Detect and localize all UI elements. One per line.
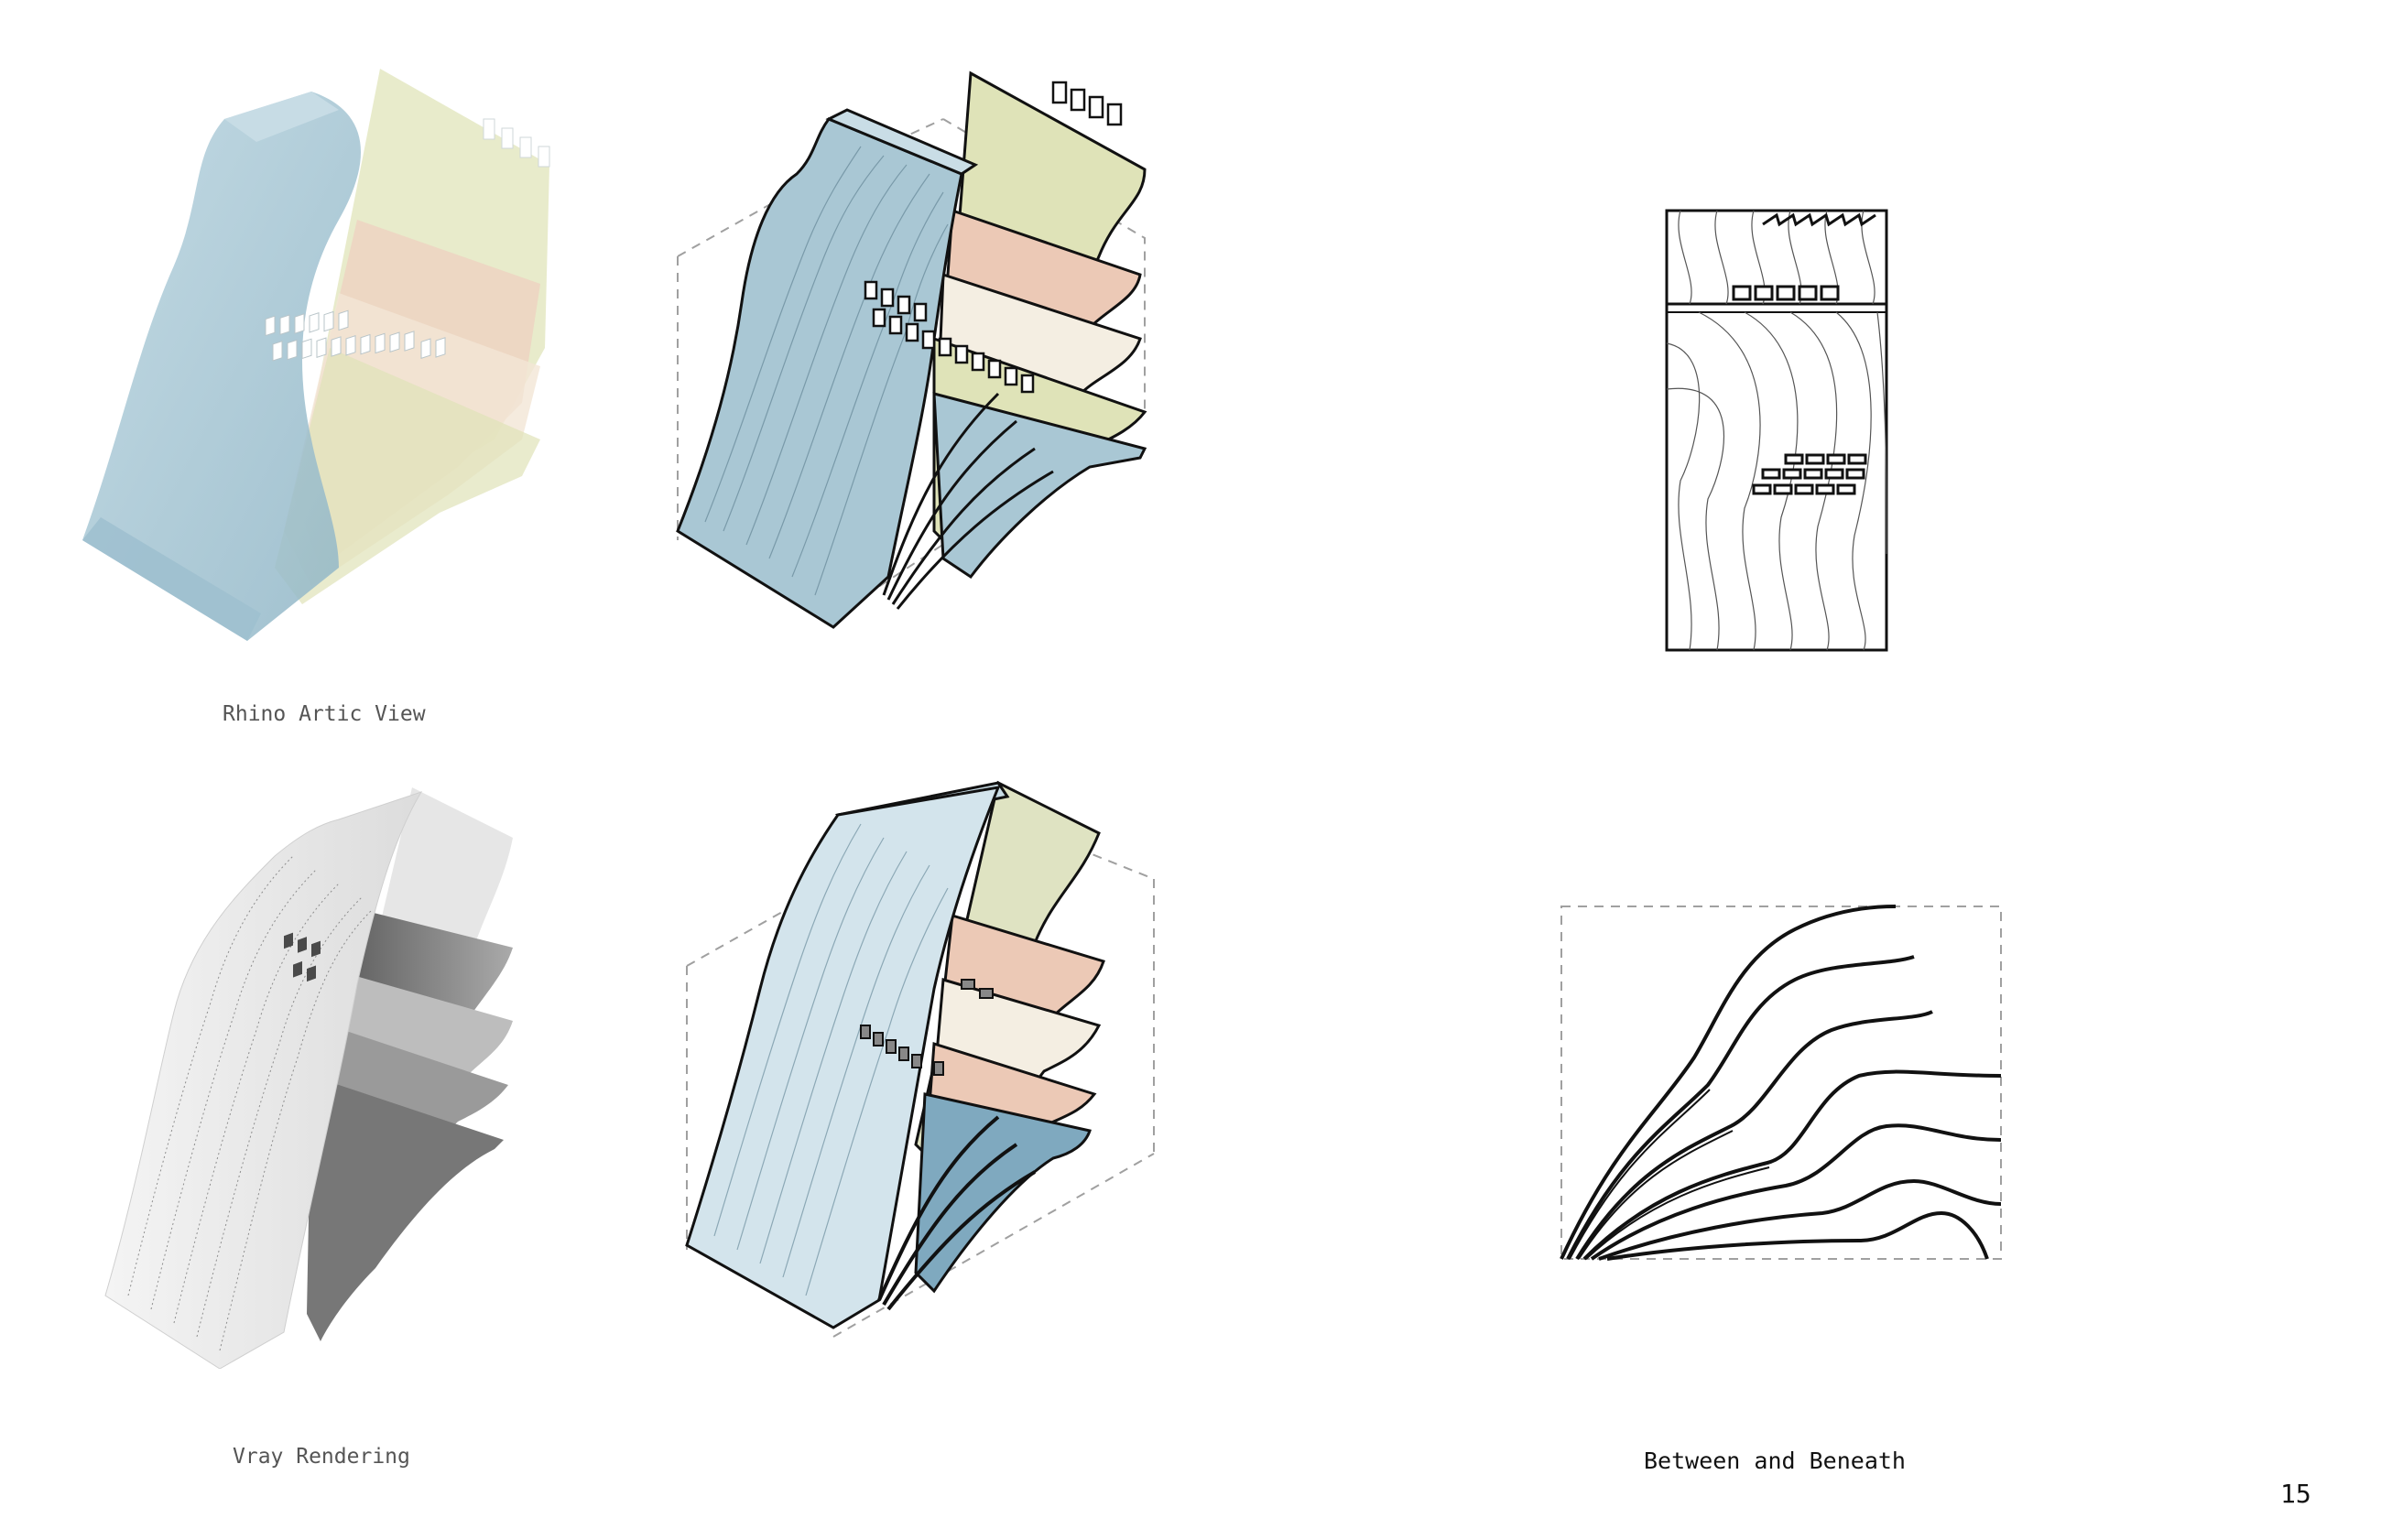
- colored-axonometric-diagram-top: [676, 70, 1147, 629]
- rhino-artic-view-model: [82, 69, 550, 641]
- between-and-beneath-section-drawing: [1560, 905, 2002, 1261]
- colored-axonometric-diagram-bottom: [685, 780, 1155, 1338]
- between-and-beneath-caption: Between and Beneath: [1644, 1448, 1906, 1474]
- elevation-line-drawing: [1665, 209, 1888, 652]
- vray-rendering-model: [104, 787, 513, 1369]
- vray-rendering-caption: Vray Rendering: [233, 1445, 410, 1469]
- rhino-artic-view-caption: Rhino Artic View: [223, 702, 426, 726]
- page-number: 15: [2280, 1479, 2311, 1509]
